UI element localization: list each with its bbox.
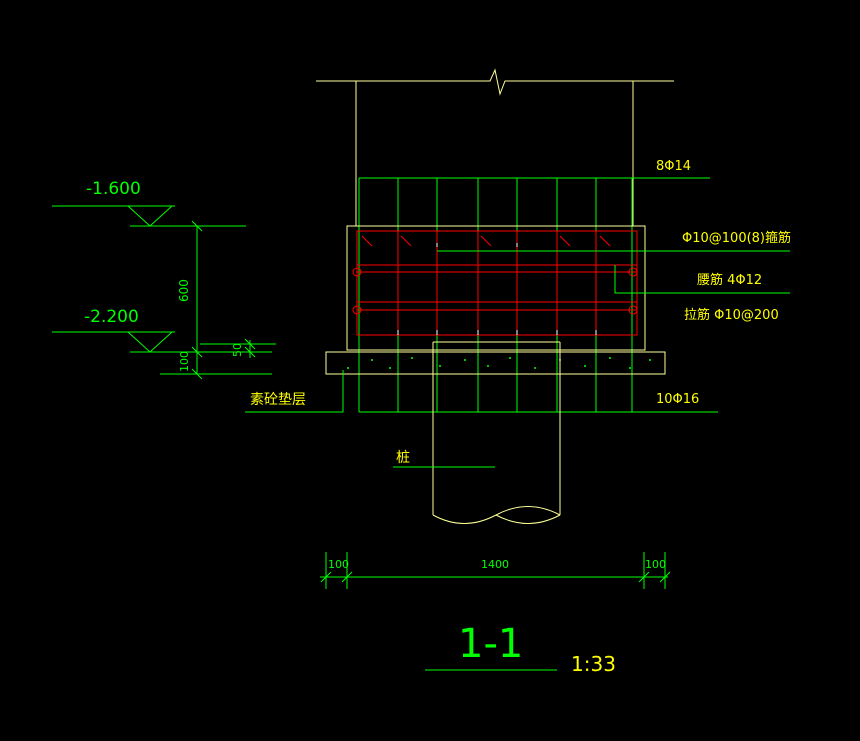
- section-title: 1-1: [458, 621, 523, 667]
- dim-right-label: 100: [645, 558, 666, 571]
- cushion-layer-label: 素砼垫层: [250, 392, 306, 408]
- dim-cover-label: 50: [231, 343, 244, 357]
- elevation-top-label: -1.600: [86, 179, 141, 199]
- waist-bar-circles: [352, 267, 638, 315]
- beam-outline: [346, 225, 646, 351]
- tie-bars-label: 拉筋 Φ10@200: [684, 307, 779, 323]
- dim-left-label: 100: [328, 558, 349, 571]
- leader-lines: [245, 177, 790, 468]
- pile-label: 桩: [396, 449, 410, 466]
- stirrup-label: Φ10@100(8)箍筋: [682, 230, 791, 246]
- bottom-bars-label: 10Φ16: [656, 392, 699, 407]
- column-bars: [358, 177, 718, 413]
- dim-height-label: 600: [177, 279, 191, 302]
- column-outline: [355, 81, 634, 226]
- scale-label: 1:33: [571, 652, 616, 676]
- top-break-line: [316, 68, 674, 96]
- bar-tick-marks: [397, 243, 597, 335]
- horizontal-dimension: [320, 552, 671, 589]
- cushion-hatch: [347, 357, 651, 369]
- dim-cushion-label: 100: [178, 351, 191, 372]
- elevation-bottom-label: -2.200: [84, 307, 139, 327]
- stirrup-cage: [356, 230, 638, 336]
- waist-bars-label: 腰筋 4Φ12: [697, 272, 762, 288]
- cushion-layer: [325, 351, 666, 375]
- dim-width-label: 1400: [481, 558, 509, 571]
- top-bars-label: 8Φ14: [656, 159, 691, 174]
- vertical-dimension: [191, 220, 256, 380]
- elevation-markers: [52, 205, 276, 375]
- pile-outline: [432, 341, 561, 524]
